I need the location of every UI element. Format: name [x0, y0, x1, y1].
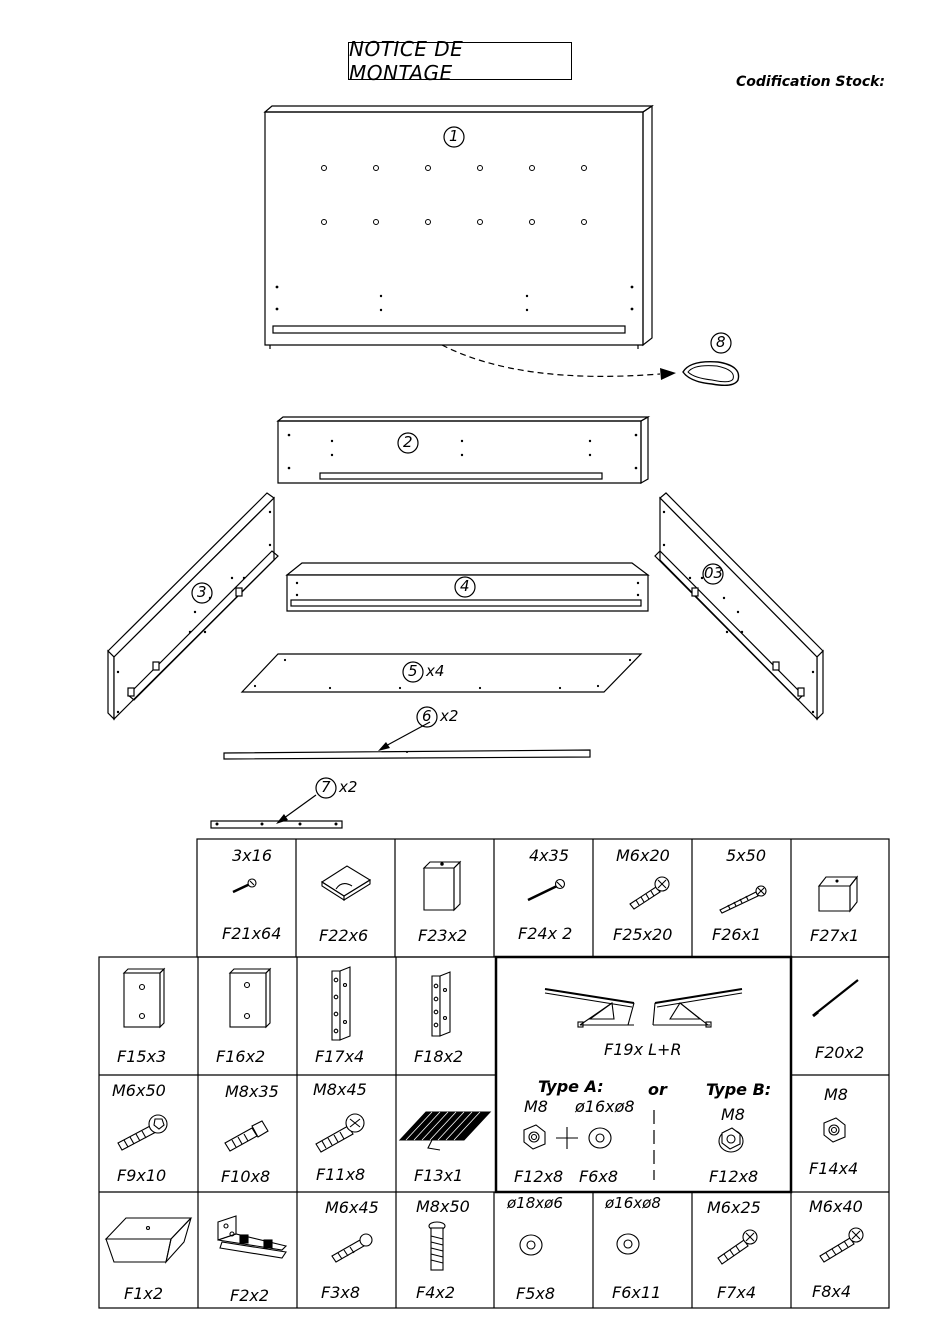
bracket-icon [431, 971, 451, 1037]
bolt-icon [117, 1114, 168, 1151]
plate-icon [228, 967, 272, 1029]
machine-screw-icon [819, 1227, 864, 1263]
nut-icon [718, 1127, 744, 1153]
panel-3-left-rail [107, 492, 279, 721]
bolt-icon [331, 1233, 373, 1263]
f27-code: F27x1 [810, 926, 860, 945]
part-03-label: 03 [704, 564, 724, 582]
f19-code: F19x L+R [604, 1040, 682, 1059]
f6-spec: ø16xø8 [605, 1194, 661, 1212]
f25-spec: M6x20 [616, 846, 670, 865]
f24-code: F24x 2 [518, 924, 573, 943]
type-b-label: Type B: [706, 1080, 772, 1099]
rod-icon [812, 979, 859, 1018]
type-a-nut-code: F12x8 [514, 1167, 564, 1186]
f8-code: F8x4 [812, 1282, 852, 1301]
part-5-qty: x4 [426, 662, 445, 680]
type-b-code: F12x8 [709, 1167, 759, 1186]
f16-code: F16x2 [216, 1047, 266, 1066]
f25-code: F25x20 [613, 925, 673, 944]
machine-screw-icon [629, 876, 670, 910]
f9-code: F9x10 [117, 1166, 167, 1185]
f7-spec: M6x25 [707, 1198, 761, 1217]
part-7-label: 7 [321, 778, 331, 796]
block-icon [422, 860, 462, 912]
slat-grid-icon [398, 1111, 492, 1151]
part-4-label: 4 [460, 577, 470, 595]
f3-spec: M6x45 [325, 1198, 379, 1217]
f14-code: F14x4 [809, 1159, 859, 1178]
panel-03-right-rail [654, 492, 824, 721]
part-5-label: 5 [408, 662, 418, 680]
type-a-washer-code: F6x8 [579, 1167, 619, 1186]
f21-spec: 3x16 [232, 846, 273, 865]
wood-screw-icon [232, 878, 257, 894]
codification-label: Codification Stock: [736, 74, 886, 90]
f11-code: F11x8 [316, 1165, 366, 1184]
panel-2-footboard [276, 415, 651, 485]
type-a-washer-spec: ø16xø8 [575, 1097, 635, 1116]
panel-1-headboard [263, 104, 654, 349]
type-b-spec: M8 [721, 1105, 745, 1124]
part-2-label: 2 [403, 433, 413, 451]
bolt-icon [315, 1113, 365, 1153]
f8-spec: M6x40 [809, 1197, 863, 1216]
felt-pad-icon [320, 865, 372, 902]
f23-code: F23x2 [418, 926, 468, 945]
wood-screw-icon [719, 885, 767, 914]
part-6-label: 6 [422, 707, 432, 725]
plate-icon [122, 967, 166, 1029]
f3-code: F3x8 [321, 1283, 361, 1302]
panel-4-center-rail [285, 562, 650, 612]
nut-icon [823, 1117, 846, 1143]
f21-code: F21x64 [222, 924, 282, 943]
lift-mechanism-icon [544, 988, 743, 1028]
f2-code: F2x2 [230, 1286, 270, 1305]
f10-code: F10x8 [221, 1167, 271, 1186]
f11-spec: M8x45 [313, 1080, 367, 1099]
type-a-nut-spec: M8 [524, 1097, 548, 1116]
bolt-icon [428, 1221, 446, 1271]
or-label: or [648, 1080, 667, 1099]
f9-spec: M6x50 [112, 1081, 166, 1100]
hardware-table-grid [98, 838, 890, 1309]
f5-code: F5x8 [516, 1284, 556, 1303]
part-8-label: 8 [716, 333, 726, 351]
f26-code: F26x1 [712, 925, 762, 944]
nut-icon [523, 1124, 546, 1150]
f13-code: F13x1 [414, 1166, 464, 1185]
f14-spec: M8 [824, 1085, 848, 1104]
washer-icon [588, 1127, 612, 1149]
bolt-icon [224, 1120, 269, 1152]
f20-code: F20x2 [815, 1043, 865, 1062]
part-6-qty: x2 [440, 707, 459, 725]
washer-icon [519, 1234, 543, 1256]
f7-code: F7x4 [717, 1283, 757, 1302]
part-7-qty: x2 [339, 778, 358, 796]
bracket-icon [331, 966, 351, 1041]
cube-icon [817, 875, 859, 913]
panel-5-board [240, 653, 643, 693]
f24-spec: 4x35 [529, 846, 570, 865]
f15-code: F15x3 [117, 1047, 167, 1066]
foot-icon [104, 1217, 193, 1264]
f5-spec: ø18xø6 [507, 1194, 563, 1212]
hinge-icon [217, 1215, 288, 1259]
wood-screw-icon [527, 878, 566, 902]
f18-code: F18x2 [414, 1047, 464, 1066]
f4-spec: M8x50 [416, 1197, 470, 1216]
f17-code: F17x4 [315, 1047, 365, 1066]
f1-code: F1x2 [124, 1284, 164, 1303]
f26-spec: 5x50 [726, 846, 767, 865]
f6-code: F6x11 [612, 1283, 662, 1302]
f4-code: F4x2 [416, 1283, 456, 1302]
washer-icon [616, 1233, 640, 1255]
type-a-label: Type A: [538, 1077, 604, 1096]
part-1-label: 1 [449, 127, 459, 145]
f10-spec: M8x35 [225, 1082, 279, 1101]
part-3-label: 3 [197, 583, 207, 601]
machine-screw-icon [717, 1229, 758, 1265]
f22-code: F22x6 [319, 926, 369, 945]
